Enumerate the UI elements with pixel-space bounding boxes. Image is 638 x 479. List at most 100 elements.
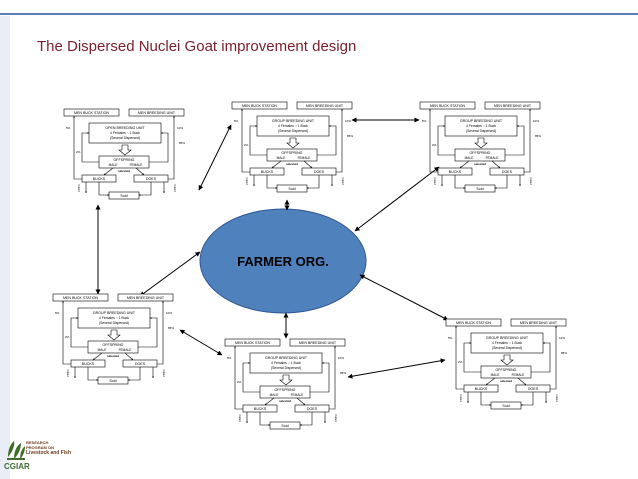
pct-top-left: 5% xyxy=(448,336,453,340)
sold-label: Sold xyxy=(109,379,116,383)
buck-station-box xyxy=(224,338,281,347)
group-unit-line-1: GROUP BREEDING UNIT xyxy=(265,356,308,360)
buck-station-label: MEN BUCK STATION xyxy=(235,341,270,345)
farmer-org-label: FARMER ORG. xyxy=(237,254,329,269)
does-to-sold xyxy=(138,182,152,196)
loop-right-outer xyxy=(550,325,557,390)
group-unit-line-2: 4 Females :: 1 Buck xyxy=(278,124,308,128)
down-arrow-icon xyxy=(500,354,514,366)
buck-station-box xyxy=(445,318,502,327)
male-selected-arrow xyxy=(92,352,103,361)
culled-label-right: Culled xyxy=(173,184,177,192)
group-unit-line-1: GROUP BREEDING UNIT xyxy=(93,311,136,315)
sold-label: Sold xyxy=(476,187,483,191)
connector-unit1-unit2 xyxy=(198,124,232,191)
culled-label-right: Culled xyxy=(341,177,345,185)
does-to-sold xyxy=(306,175,320,189)
loop-right-outer xyxy=(329,345,336,410)
male-selected-arrow xyxy=(264,397,275,406)
does-label: DOES xyxy=(146,177,157,181)
loop-left-inner xyxy=(249,125,267,156)
does-to-sold xyxy=(127,367,141,381)
group-unit-line-2: 4 Females :: 1 Buck xyxy=(271,361,301,365)
top-rule xyxy=(0,13,638,15)
loop-right-outer xyxy=(157,300,164,365)
bucks-to-sold xyxy=(480,392,492,406)
pct-mid-left: 2% xyxy=(458,360,463,364)
bucks-label: BUCKS xyxy=(261,170,274,174)
pct-mid-right: 85% xyxy=(168,326,174,330)
female-selected-arrow xyxy=(517,377,527,386)
offspring-label: OFFSPRING xyxy=(275,388,296,392)
group-unit-line-1: GROUP BREEDING UNIT xyxy=(486,336,529,340)
offspring-label: OFFSPRING xyxy=(470,151,491,155)
loop-right-inner xyxy=(505,125,525,156)
group-unit-line-1: OPEN BREEDING UNIT xyxy=(105,126,145,130)
buck-station-label: MEN BUCK STATION xyxy=(456,321,491,325)
loop-left-outer xyxy=(234,345,243,410)
offspring-male: MALE xyxy=(277,156,286,160)
sold-label: Sold xyxy=(288,187,295,191)
does-to-sold xyxy=(494,175,508,189)
down-arrow-icon xyxy=(118,144,132,156)
offspring-male: MALE xyxy=(491,373,500,377)
offspring-female: FEMALE xyxy=(130,163,143,167)
culled-label-left: Culled xyxy=(66,369,70,377)
breeding-unit-box xyxy=(510,318,567,327)
loop-left-outer xyxy=(429,108,438,173)
loop-right-inner xyxy=(149,132,169,163)
down-arrow-icon xyxy=(279,374,293,386)
breeding-unit-label: MEN BREEDING UNIT xyxy=(306,104,344,108)
offspring-label: OFFSPRING xyxy=(496,368,517,372)
pct-top-left: 5% xyxy=(55,311,60,315)
offspring-female: FEMALE xyxy=(291,393,304,397)
group-unit-line-3: (Several Dispersed) xyxy=(278,129,308,133)
pct-top-left: 5% xyxy=(227,356,232,360)
bucks-to-sold xyxy=(266,175,278,189)
selected-label: selected xyxy=(474,162,486,166)
pct-mid-right: 85% xyxy=(340,371,346,375)
loop-left-outer xyxy=(62,300,71,365)
female-selected-arrow xyxy=(296,397,306,406)
selected-label: selected xyxy=(118,169,130,173)
offspring-female: FEMALE xyxy=(486,156,499,160)
does-label: DOES xyxy=(502,170,513,174)
bucks-label: BUCKS xyxy=(254,407,267,411)
offspring-female: FEMALE xyxy=(298,156,311,160)
loop-right-outer xyxy=(168,115,175,180)
pct-mid-left: 2% xyxy=(244,143,249,147)
pct-top-right: 10% xyxy=(338,356,344,360)
female-selected-arrow xyxy=(124,352,134,361)
group-unit-line-3: (Several Dispersed) xyxy=(110,136,140,140)
buck-station-label: MEN BUCK STATION xyxy=(74,111,109,115)
group-unit-line-3: (Several Dispersed) xyxy=(466,129,496,133)
group-unit-line-2: 4 Females :: 1 Buck xyxy=(110,131,140,135)
connectors xyxy=(95,117,449,379)
pct-mid-left: 2% xyxy=(65,335,70,339)
culled-label-left: Culled xyxy=(245,177,249,185)
down-arrow-icon xyxy=(107,329,121,341)
breeding-unit-box xyxy=(117,293,174,302)
pct-mid-right: 85% xyxy=(535,134,541,138)
pct-top-right: 10% xyxy=(559,336,565,340)
breeding-unit-label: MEN BREEDING UNIT xyxy=(127,296,165,300)
breeding-unit-box xyxy=(128,108,185,117)
offspring-male: MALE xyxy=(270,393,279,397)
pct-top-left: 5% xyxy=(422,119,427,123)
female-selected-arrow xyxy=(303,160,313,169)
buck-station-box xyxy=(63,108,120,117)
culled-label-left: Culled xyxy=(77,184,81,192)
connector-farmer-unit3 xyxy=(354,166,440,232)
does-to-sold xyxy=(299,412,313,426)
breeding-unit-box xyxy=(484,101,541,110)
pct-mid-left: 2% xyxy=(432,143,437,147)
breeding-unit-label: MEN BREEDING UNIT xyxy=(494,104,532,108)
bucks-to-sold xyxy=(87,367,99,381)
connector-farmer-unit6 xyxy=(359,274,449,321)
loop-right-inner xyxy=(138,317,158,348)
loop-left-inner xyxy=(463,342,481,373)
loop-right-inner xyxy=(317,125,337,156)
loop-left-inner xyxy=(437,125,455,156)
